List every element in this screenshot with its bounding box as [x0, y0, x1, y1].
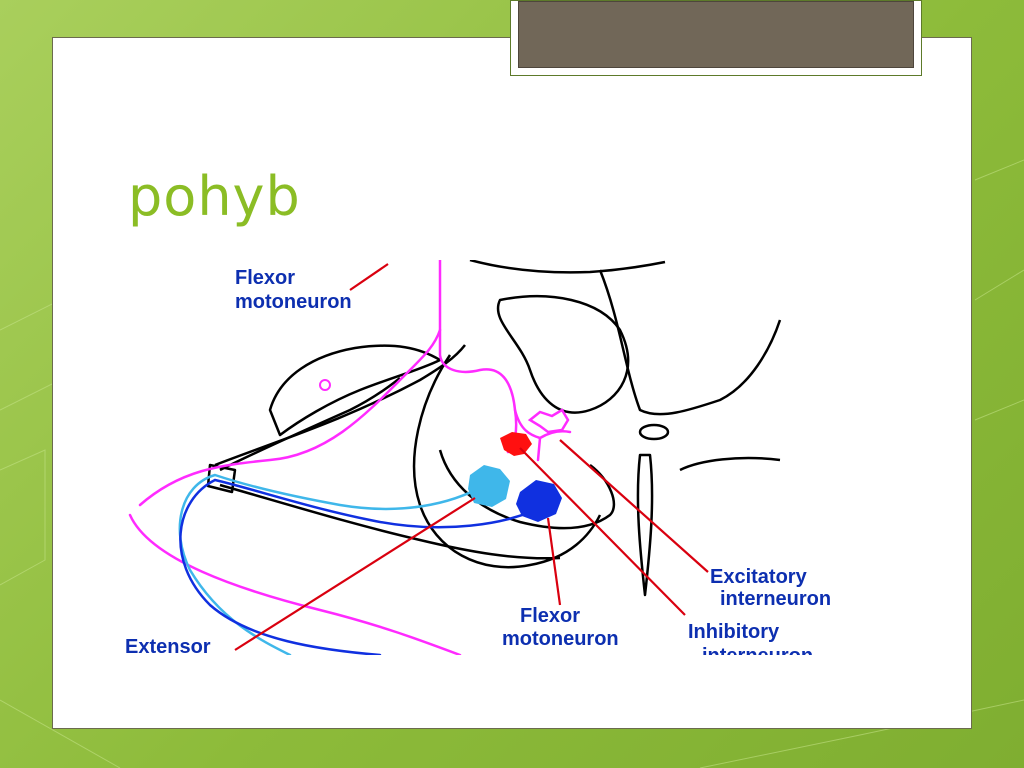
extensor-efferent-fiber — [180, 475, 485, 655]
label-excitatory-interneuron-2: interneuron — [720, 588, 831, 610]
ganglion-cell — [320, 380, 330, 390]
sensory-afferent-fiber — [440, 260, 540, 438]
pointer-inhibitory — [520, 448, 685, 615]
nerve-trunk-top — [215, 345, 465, 465]
slide-title: pohyb — [128, 170, 301, 224]
label-inhibitory-interneuron-2: interneuron — [702, 645, 813, 655]
lateral-outline-right — [600, 270, 780, 414]
flexor-motoneuron-cell — [516, 480, 562, 522]
label-flexor-motoneuron-bottom-2: motoneuron — [502, 628, 619, 650]
title-tab-inner — [518, 1, 914, 68]
label-flexor-motoneuron-bottom-1: Flexor — [520, 605, 580, 627]
central-canal — [640, 425, 668, 439]
label-inhibitory-interneuron-1: Inhibitory — [688, 621, 780, 643]
pointer-flexor-top — [350, 264, 388, 290]
label-flexor-motoneuron-top-1: Flexor — [235, 267, 295, 289]
label-flexor-motoneuron-top-2: motoneuron — [235, 291, 352, 313]
ventral-root-outline — [220, 378, 400, 470]
reflex-arc-diagram: Flexor motoneuron Flexor motoneuron Exci… — [120, 260, 880, 655]
label-excitatory-interneuron-1: Excitatory — [710, 566, 808, 588]
gray-matter-outline — [414, 355, 600, 567]
spinal-cord-dorsal-outline — [470, 260, 665, 272]
gray-matter-dorsal-horn — [498, 296, 628, 412]
pointer-excitatory — [560, 440, 708, 572]
sensory-fiber-peripheral — [140, 330, 440, 505]
excitatory-interneuron-cell — [530, 410, 568, 432]
pointer-extensor — [235, 498, 475, 650]
extensor-motoneuron-cell — [468, 465, 510, 507]
label-extensor: Extensor — [125, 636, 211, 655]
inhibitory-interneuron-cell — [500, 432, 532, 456]
ventral-white-matter — [680, 458, 780, 470]
pointer-flexor-bottom — [548, 518, 560, 605]
title-placeholder-tab — [510, 0, 922, 76]
